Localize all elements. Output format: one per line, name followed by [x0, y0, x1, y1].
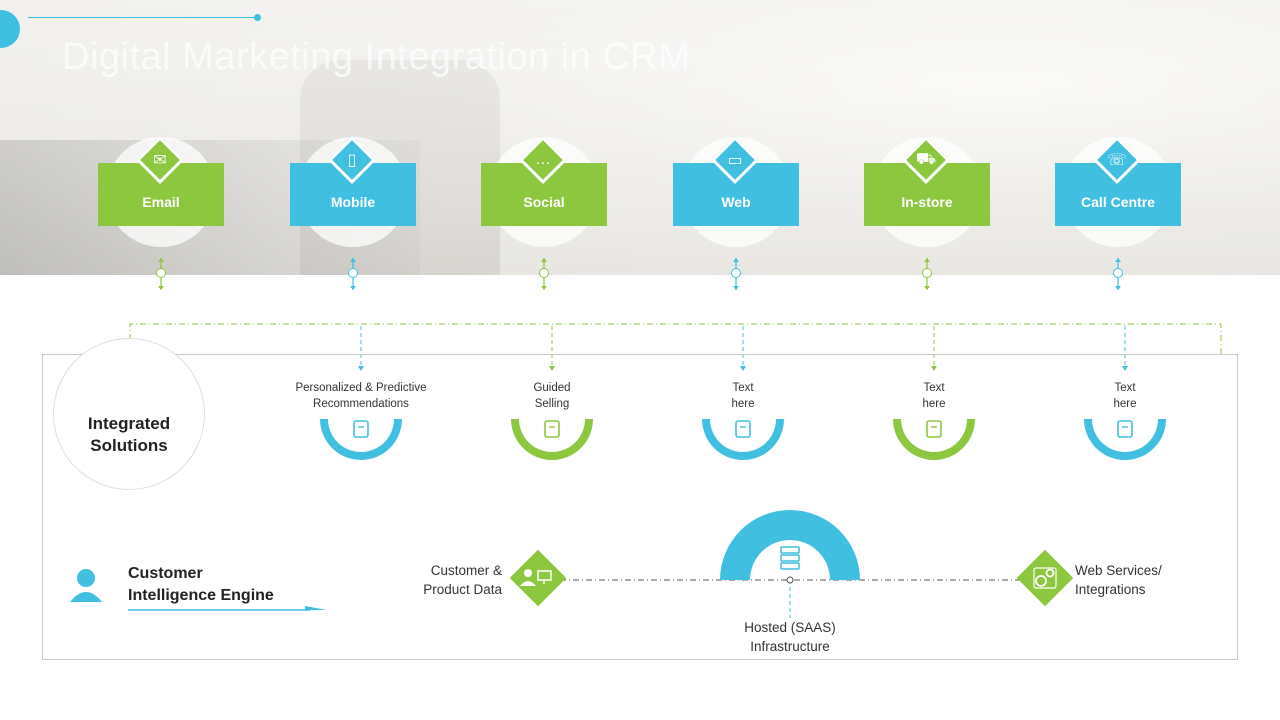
hosted-line2: Infrastructure — [750, 639, 830, 654]
channel-label: Email — [142, 194, 180, 210]
engine-line2: Intelligence Engine — [128, 587, 274, 604]
solution-arrow-head — [358, 366, 364, 371]
gears-icon — [1033, 567, 1057, 589]
channel-arrow-node — [922, 268, 932, 278]
web-services-line2: Integrations — [1075, 582, 1146, 597]
web-services-label: Web Services/ Integrations — [1075, 561, 1215, 599]
solution-label-line2: Recommendations — [313, 398, 409, 410]
integrated-solutions-label: Integrated Solutions — [53, 413, 205, 457]
solution-label-line2: here — [922, 398, 946, 410]
solution-label-line1: Text — [923, 382, 945, 394]
channel-arrow-head — [541, 286, 547, 290]
channel-label: Web — [721, 194, 751, 210]
channel-2: … Social — [481, 135, 607, 247]
solution-label-line2: Selling — [534, 398, 570, 410]
channel-5: ☏ Call Centre — [1055, 135, 1181, 247]
chat-bubble-icon: … — [535, 151, 551, 168]
channel-label: In-store — [901, 194, 953, 210]
header-banner — [0, 0, 1280, 275]
channel-label: Call Centre — [1081, 194, 1155, 210]
envelope-icon: ✉ — [153, 152, 167, 169]
solution-label: Text here — [854, 380, 1014, 412]
channel-arrow-head — [1115, 258, 1121, 262]
solution-label-line1: Personalized & Predictive — [295, 382, 427, 394]
channel-arrow-node — [156, 268, 166, 278]
channel-label: Mobile — [330, 194, 376, 210]
hosted-label: Hosted (SAAS) Infrastructure — [720, 618, 860, 656]
channel-arrow-head — [924, 286, 930, 290]
channel-arrow-head — [158, 258, 164, 262]
hosted-line1: Hosted (SAAS) — [744, 620, 836, 635]
headset-icon: ☏ — [1106, 152, 1127, 169]
solution-arrow-head — [549, 366, 555, 371]
integrated-solutions-line1: Integrated — [87, 414, 171, 433]
shopping-cart-icon: ⛟ — [915, 151, 937, 168]
channel-arrow-head — [158, 286, 164, 290]
integrated-solutions-line2: Solutions — [90, 436, 168, 455]
channel-3: ▭ Web — [673, 135, 799, 247]
corner-accent-dot — [0, 10, 20, 48]
corner-accent-line — [28, 17, 258, 18]
channel-arrow-head — [541, 258, 547, 262]
dashed-bus-line — [129, 323, 1222, 354]
solution-arrow-head — [931, 366, 937, 371]
engine-underline-arrow — [305, 606, 327, 610]
hosted-arch — [720, 510, 860, 580]
channel-1: ▯ Mobile — [290, 135, 416, 247]
customer-data-line2: Product Data — [423, 582, 502, 597]
solution-label-line2: here — [1113, 398, 1137, 410]
channel-arrow-head — [350, 258, 356, 262]
customer-data-label: Customer & Product Data — [400, 561, 502, 599]
solution-arrow-head — [1122, 366, 1128, 371]
solution-label-line1: Text — [732, 382, 754, 394]
hosted-connector-dot — [786, 576, 794, 584]
channel-arrow-node — [731, 268, 741, 278]
solution-label: Text here — [663, 380, 823, 412]
integration-frame — [42, 354, 1238, 660]
channel-arrow-head — [350, 286, 356, 290]
channel-arrow-node — [1113, 268, 1123, 278]
web-services-line1: Web Services/ — [1075, 563, 1162, 578]
solution-label-line1: Text — [1114, 382, 1136, 394]
channel-arrow-head — [1115, 286, 1121, 290]
channel-arrow-node — [539, 268, 549, 278]
integrated-solutions-circle — [53, 338, 205, 490]
solution-label-line1: Guided — [533, 382, 571, 394]
channel-arrow-head — [733, 258, 739, 262]
channel-arrow-head — [733, 286, 739, 290]
channel-label: Social — [523, 194, 565, 210]
channel-4: ⛟ In-store — [864, 135, 990, 247]
solution-label: Text here — [1045, 380, 1205, 412]
solution-label-line2: here — [731, 398, 755, 410]
customer-data-line1: Customer & — [430, 563, 502, 578]
user-screen-icon — [520, 569, 552, 586]
corner-accent-line-end — [254, 14, 261, 21]
solution-arrow-head — [740, 366, 746, 371]
laptop-icon: ▭ — [727, 152, 743, 169]
customer-intelligence-engine-label: Customer Intelligence Engine — [128, 563, 274, 607]
person-icon — [70, 569, 102, 602]
server-icon — [780, 546, 800, 570]
channel-arrow-head — [924, 258, 930, 262]
channel-0: ✉ Email — [98, 135, 224, 247]
mobile-icon: ▯ — [347, 152, 357, 169]
engine-line1: Customer — [128, 565, 203, 582]
channel-arrow-node — [348, 268, 358, 278]
page-title: Digital Marketing Integration in CRM — [62, 36, 691, 78]
